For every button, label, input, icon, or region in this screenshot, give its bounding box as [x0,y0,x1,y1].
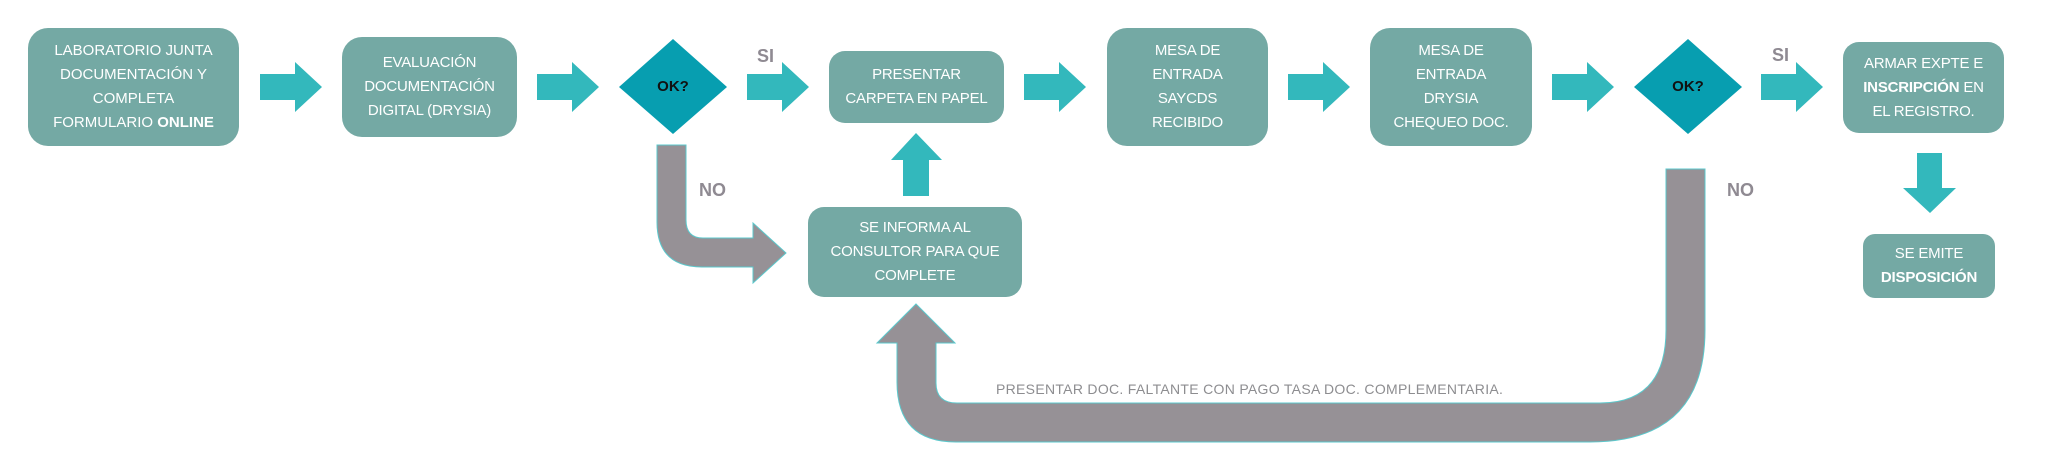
arrow-armar-to-se-emite [1903,153,1956,213]
arrow-evaluacion-to-decision-1 [537,62,599,112]
node-armar-line-3: EL REGISTRO. [1872,102,1975,120]
arrow-drysia-to-decision-2 [1552,62,1614,112]
node-saycds-line-2: ENTRADA [1152,66,1223,83]
node-laboratorio: LABORATORIO JUNTA DOCUMENTACIÓN Y COMPLE… [28,28,239,146]
node-armar-expte: ARMAR EXPTE E INSCRIPCIÓN EN EL REGISTRO… [1843,42,2004,133]
node-laboratorio-line-4-bold: ONLINE [157,114,214,131]
node-saycds-line-1: MESA DE [1154,42,1221,59]
node-armar-line-2: INSCRIPCIÓN EN [1863,76,1984,100]
node-armar-line-1: ARMAR EXPTE E [1863,54,1984,72]
node-drysia-line-3: DRYSIA [1423,90,1479,107]
node-laboratorio-line-4: FORMULARIO ONLINE [53,111,214,135]
node-armar-line-2-bold: INSCRIPCIÓN [1863,78,1960,96]
node-laboratorio-line-2: DOCUMENTACIÓN Y [60,66,207,83]
label-si-1: SI [757,46,775,66]
node-drysia-line-2: ENTRADA [1415,66,1487,83]
node-drysia-line-1: MESA DE [1418,42,1484,59]
label-return-path: PRESENTAR DOC. FALTANTE CON PAGO TASA DO… [996,381,1504,397]
node-mesa-saycds: MESA DE ENTRADA SAYCDS RECIBIDO [1107,28,1268,146]
arrow-laboratorio-to-evaluacion [260,62,322,112]
arrow-decision-2-no-return [875,168,1706,443]
arrow-presentar-to-saycds [1024,62,1086,112]
node-se-informa-line-3: COMPLETE [874,267,956,284]
node-se-emite-line-2: DISPOSICIÓN [1881,266,1977,290]
node-evaluacion-line-2: DOCUMENTACIÓN [364,78,495,95]
arrow-decision-2-si [1761,62,1823,112]
node-laboratorio-line-4-pre: FORMULARIO [53,114,158,131]
label-si-2: SI [1772,45,1790,65]
arrow-decision-1-no [656,144,787,285]
node-se-informa-line-1: SE INFORMA AL [859,219,971,236]
node-presentar-carpeta: PRESENTAR CARPETA EN PAPEL [829,51,1004,123]
node-evaluacion-line-3: DIGITAL (DRYSIA) [367,102,492,119]
label-no-2: NO [1727,180,1754,200]
node-saycds-line-3: SAYCDS [1157,90,1218,107]
node-se-emite: SE EMITE DISPOSICIÓN [1863,234,1995,298]
node-mesa-drysia: MESA DE ENTRADA DRYSIA CHEQUEO DOC. [1370,28,1532,146]
node-laboratorio-line-3: COMPLETA [92,90,175,107]
arrow-saycds-to-drysia [1288,62,1350,112]
node-se-informa: SE INFORMA AL CONSULTOR PARA QUE COMPLET… [808,207,1022,297]
decision-1-label: OK? [657,78,689,95]
decision-1-diamond [619,39,727,134]
node-presentar-line-1: PRESENTAR [872,66,961,83]
decision-2-diamond [1634,39,1742,134]
node-saycds-line-4: RECIBIDO [1152,114,1223,131]
node-se-emite-line-1: SE EMITE [1894,245,1964,262]
node-evaluacion: EVALUACIÓN DOCUMENTACIÓN DIGITAL (DRYSIA… [342,37,517,137]
node-presentar-line-2: CARPETA EN PAPEL [845,90,988,107]
decision-2-label: OK? [1672,78,1704,95]
node-se-emite-line-2-bold: DISPOSICIÓN [1880,269,1978,286]
label-no-1: NO [699,180,726,200]
node-evaluacion-line-1: EVALUACIÓN [382,54,477,71]
node-armar-line-2-rest: EN [1959,78,1984,96]
node-se-informa-line-2: CONSULTOR PARA QUE [830,243,1000,260]
node-laboratorio-line-1: LABORATORIO JUNTA [54,42,213,59]
node-drysia-line-4: CHEQUEO DOC. [1393,114,1509,131]
arrow-decision-1-si [747,62,809,112]
arrow-se-informa-to-presentar [891,133,942,196]
